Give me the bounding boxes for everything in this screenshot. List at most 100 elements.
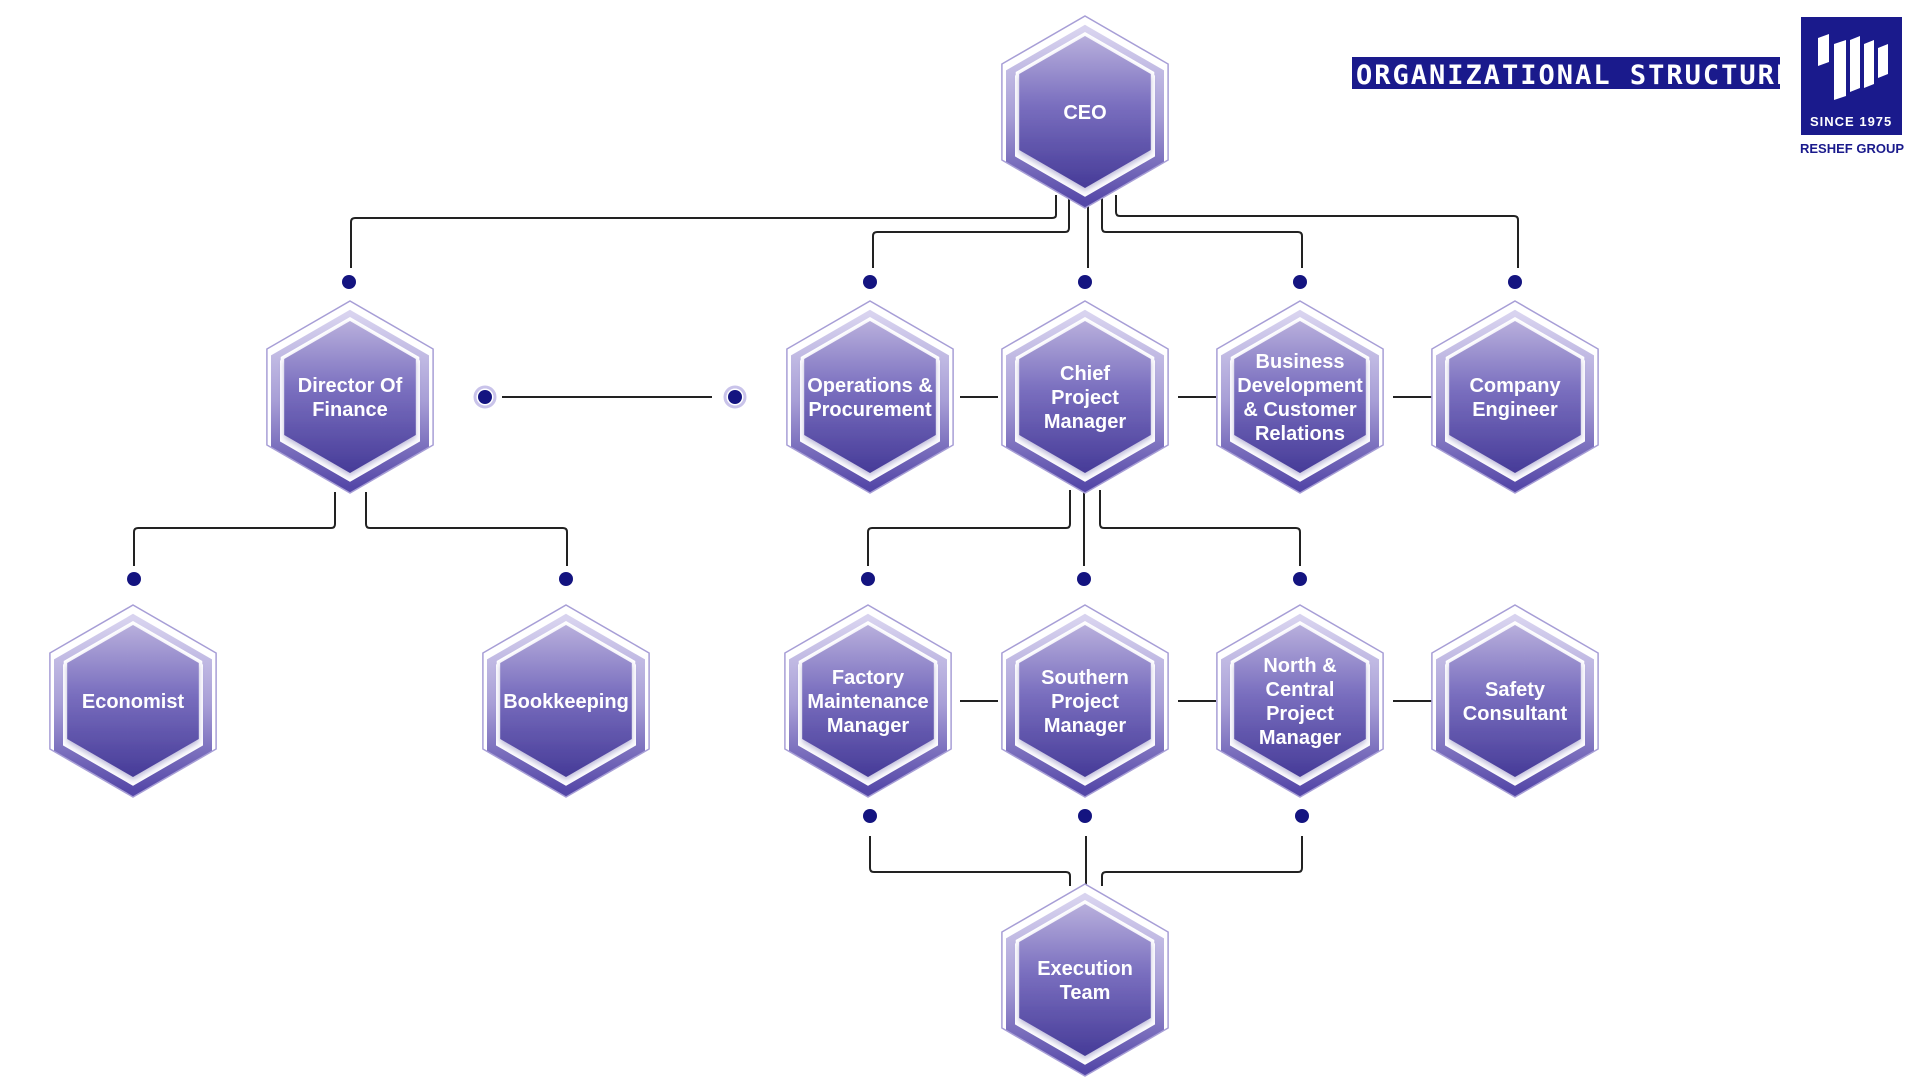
node-label-line: Business bbox=[1256, 351, 1345, 373]
node-ring bbox=[1006, 892, 1164, 1076]
node-economist[interactable]: Economist bbox=[49, 604, 217, 798]
node-label-line: Development bbox=[1237, 375, 1363, 397]
connectors bbox=[133, 195, 1519, 886]
dot-bookkeeping-top bbox=[559, 572, 573, 586]
node-core bbox=[802, 625, 934, 777]
node-core bbox=[284, 321, 416, 473]
node-label-line: Team bbox=[1060, 982, 1111, 1004]
node-ring bbox=[54, 613, 212, 797]
node-ring bbox=[1006, 309, 1164, 493]
node-core bbox=[1019, 625, 1151, 777]
connector-ceo-business-dev bbox=[1101, 195, 1303, 268]
logo-since: SINCE 1975 bbox=[1810, 114, 1892, 129]
node-core bbox=[1449, 625, 1581, 777]
node-ring bbox=[1221, 309, 1379, 493]
connector-finance-bookkeeping bbox=[365, 492, 568, 566]
connector-ceo-company-engineer bbox=[1115, 195, 1519, 268]
connector-north-execution bbox=[1101, 836, 1303, 886]
node-label: Economist bbox=[82, 691, 185, 713]
node-label-line: Operations & bbox=[807, 375, 933, 397]
dot-factory-top bbox=[861, 572, 875, 586]
node-label-line: Manager bbox=[1259, 727, 1341, 749]
logo-mark-icon bbox=[1818, 34, 1888, 100]
node-label-line: CEO bbox=[1063, 102, 1106, 124]
node-bookkeeping[interactable]: Bookkeeping bbox=[482, 604, 650, 798]
node-ring bbox=[1006, 613, 1164, 797]
node-ring bbox=[1436, 309, 1594, 493]
connector-chief-north bbox=[1099, 490, 1301, 566]
node-label-line: Manager bbox=[1044, 715, 1126, 737]
node-ring bbox=[789, 613, 947, 797]
node-label-line: Central bbox=[1266, 679, 1335, 701]
node-label-line: Consultant bbox=[1463, 703, 1568, 725]
header: ORGANIZATIONAL STRUCTURE SINCE 1975 RESH… bbox=[1352, 17, 1904, 156]
node-ring bbox=[271, 309, 429, 493]
node-core bbox=[1019, 36, 1151, 188]
node-core bbox=[500, 625, 632, 777]
node-ring bbox=[487, 613, 645, 797]
dot-north-top bbox=[1293, 572, 1307, 586]
node-label-line: Finance bbox=[312, 399, 388, 421]
node-label-line: Project bbox=[1051, 691, 1119, 713]
node-label: Operations &Procurement bbox=[807, 375, 933, 421]
connector-finance-economist bbox=[133, 492, 336, 566]
dot-finance-right-ring bbox=[473, 385, 497, 409]
node-label-line: Procurement bbox=[808, 399, 932, 421]
dot-southern-top bbox=[1077, 572, 1091, 586]
node-label-line: Relations bbox=[1255, 423, 1345, 445]
node-operations-procurement[interactable]: Operations &Procurement bbox=[786, 300, 954, 494]
connector-chief-factory bbox=[867, 490, 1071, 566]
dot-chief-top bbox=[1078, 275, 1092, 289]
page-title: ORGANIZATIONAL STRUCTURE bbox=[1356, 60, 1794, 91]
connector-ceo-director-of-finance bbox=[350, 195, 1057, 268]
node-label-line: Project bbox=[1266, 703, 1334, 725]
node-label-line: Safety bbox=[1485, 679, 1546, 701]
node-core bbox=[1234, 625, 1366, 777]
node-label-line: Engineer bbox=[1472, 399, 1558, 421]
node-label: Bookkeeping bbox=[503, 691, 629, 713]
node-label-line: Chief bbox=[1060, 363, 1110, 385]
node-label-line: Manager bbox=[827, 715, 909, 737]
node-ring bbox=[1006, 24, 1164, 208]
node-ceo[interactable]: CEO bbox=[1001, 15, 1169, 209]
dot-finance-right bbox=[478, 390, 492, 404]
node-core bbox=[67, 625, 199, 777]
node-core bbox=[1234, 321, 1366, 473]
dot-business-top bbox=[1293, 275, 1307, 289]
logo-brand: RESHEF GROUP bbox=[1800, 141, 1904, 156]
dot-economist-top bbox=[127, 572, 141, 586]
node-core bbox=[1019, 321, 1151, 473]
node-ring bbox=[1221, 613, 1379, 797]
connector-factory-execution bbox=[869, 836, 1071, 886]
node-label-line: Factory bbox=[832, 667, 905, 689]
dot-southern-bottom bbox=[1078, 809, 1092, 823]
node-label-line: North & bbox=[1263, 655, 1336, 677]
node-label-line: Director Of bbox=[298, 375, 403, 397]
dot-north-bottom bbox=[1295, 809, 1309, 823]
dot-operations-left-ring bbox=[723, 385, 747, 409]
connector-dots bbox=[127, 275, 1522, 823]
dot-factory-bottom bbox=[863, 809, 877, 823]
node-ring bbox=[1436, 613, 1594, 797]
dot-operations-left bbox=[728, 390, 742, 404]
